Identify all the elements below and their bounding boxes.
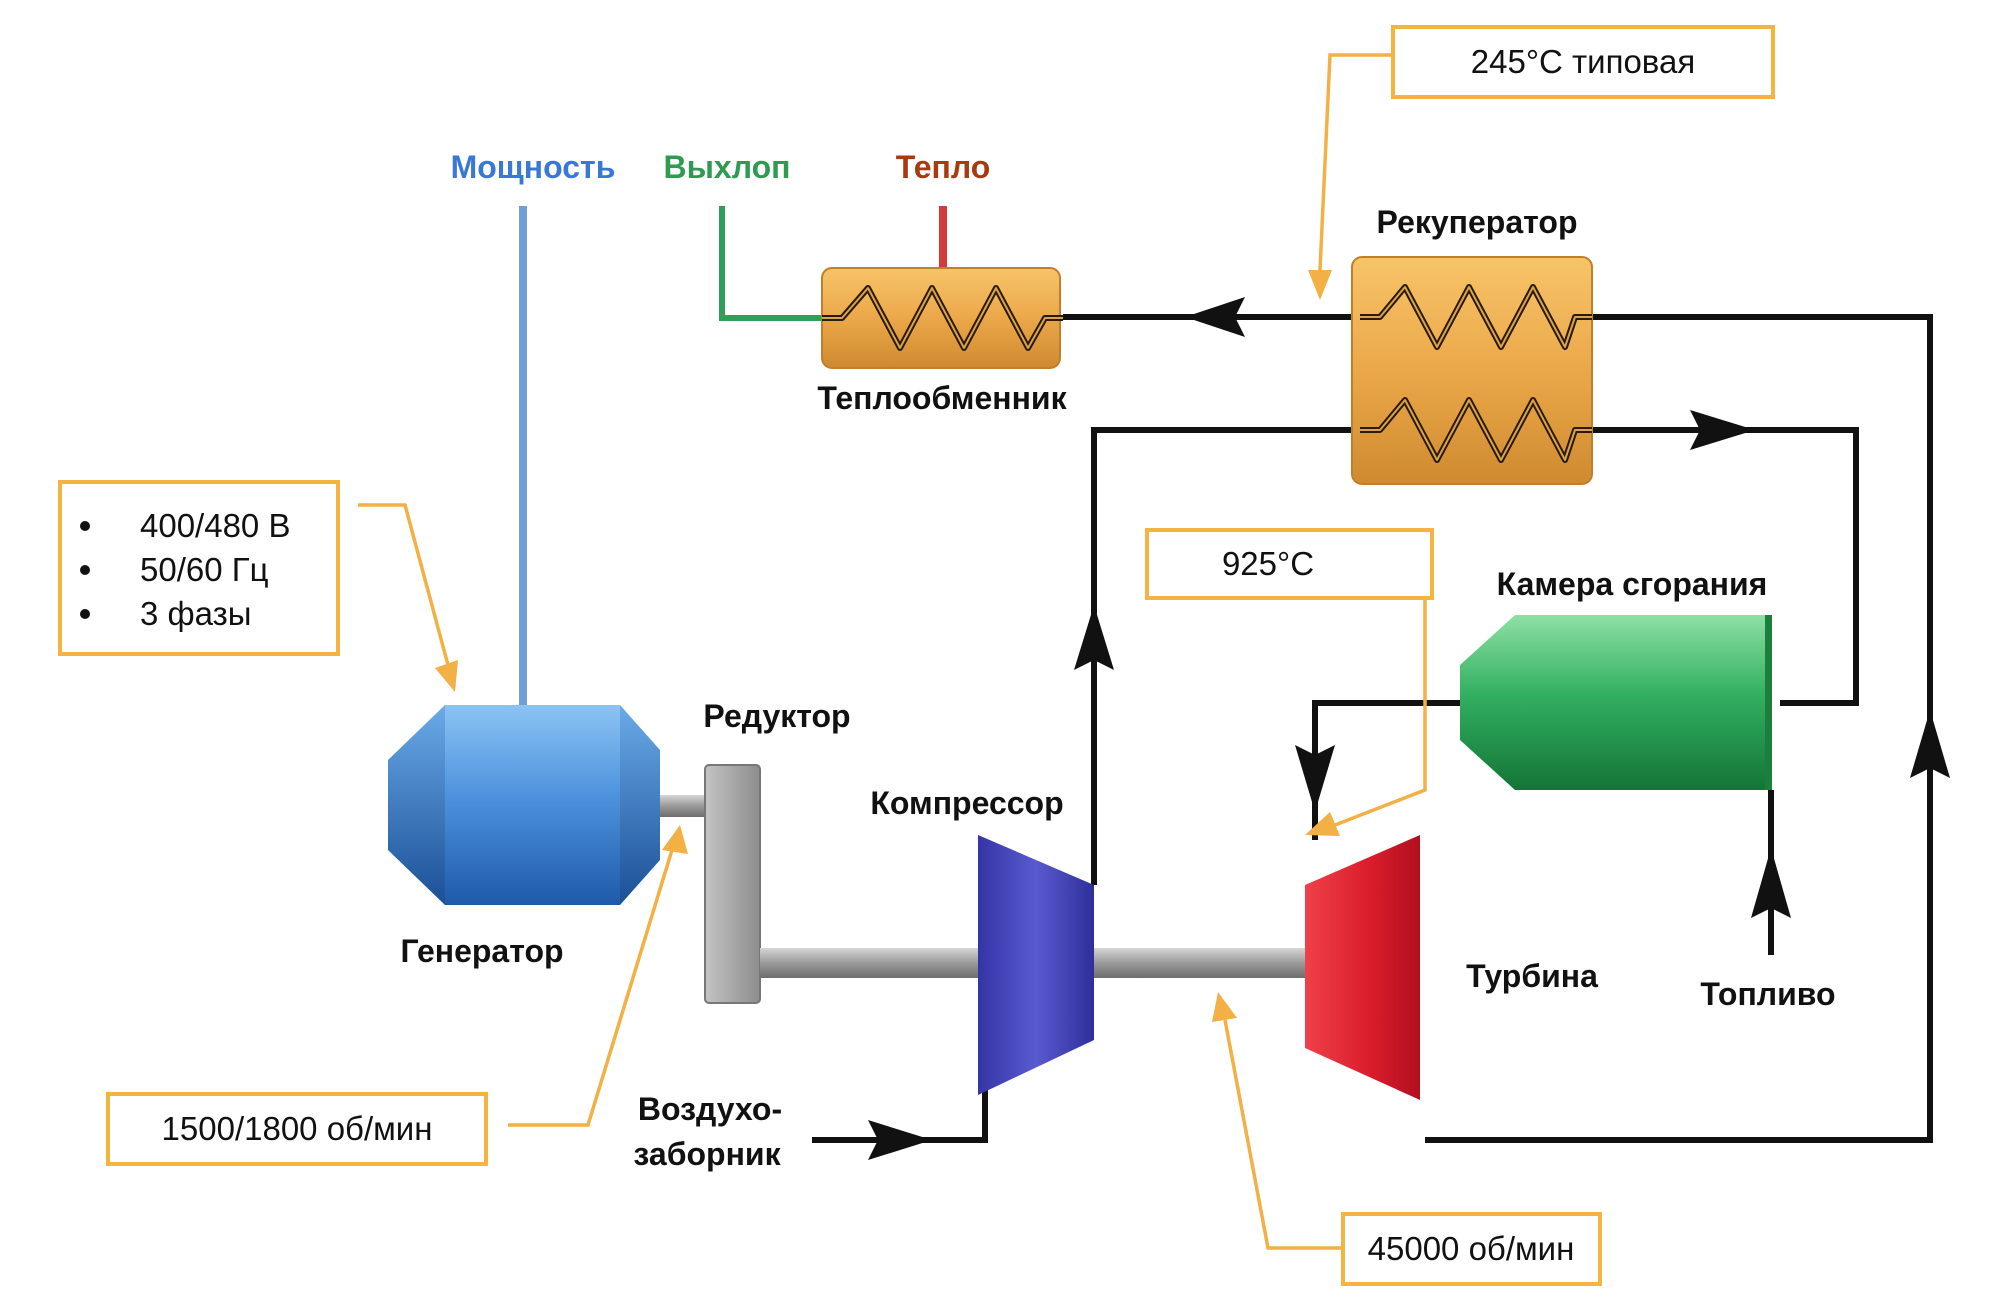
generator-shaft	[660, 795, 708, 817]
label-recuperator: Рекуператор	[1377, 204, 1578, 240]
label-exhaust: Выхлоп	[663, 149, 790, 185]
flow-arrow-left	[1185, 297, 1245, 337]
flow-arrow-right	[1690, 410, 1755, 450]
label-heat: Тепло	[896, 149, 991, 185]
combustor-to-turbine-pipe	[1312, 700, 1460, 840]
heat-line	[939, 206, 947, 268]
power-line	[519, 206, 527, 714]
spec-voltage: 400/480 В	[140, 507, 290, 544]
callout-generator-speed: 1500/1800 об/мин	[162, 1110, 433, 1147]
label-compressor: Компрессор	[870, 785, 1063, 821]
bullet-2	[80, 565, 90, 575]
callout-box-turbine-temp	[1145, 528, 1434, 600]
flow-arrow-down-turbine	[1295, 745, 1335, 812]
flow-arrow-up-exhaust	[1910, 710, 1950, 778]
callout-arrow-exhaust-temp	[1308, 270, 1332, 300]
callout-arrow-turbine-temp	[1305, 812, 1340, 836]
compressor-to-recuperator-pipe	[1091, 427, 1360, 885]
label-heat-exchanger: Теплообменник	[817, 380, 1067, 416]
callout-box-generator-speed	[106, 1092, 488, 1166]
flow-arrow-up-compressor	[1074, 605, 1114, 670]
callout-leader-generator-specs	[358, 503, 450, 666]
callout-turbine-speed: 45000 об/мин	[1368, 1230, 1575, 1267]
callout-box-turbine-speed	[1341, 1212, 1602, 1286]
label-reducer: Редуктор	[703, 698, 850, 734]
callout-leader-generator-speed	[508, 849, 674, 1127]
callout-leader-exhaust-temp	[1318, 53, 1393, 271]
label-air-intake-line1: Воздухо-	[638, 1091, 782, 1127]
label-air-intake-line2: заборник	[633, 1136, 781, 1172]
bullet-3	[80, 609, 90, 619]
flow-arrow-up-fuel	[1751, 848, 1791, 918]
combustion-chamber	[1460, 615, 1772, 790]
callout-box-exhaust-temp	[1391, 25, 1775, 99]
air-intake-pipe	[812, 1090, 988, 1143]
label-combustion-chamber: Камера сгорания	[1497, 566, 1768, 602]
label-generator: Генератор	[400, 933, 563, 969]
turbine	[1305, 835, 1420, 1100]
spec-phases: 3 фазы	[140, 595, 252, 632]
bullet-1	[80, 521, 90, 531]
exhaust-line	[719, 206, 825, 321]
label-turbine: Турбина	[1466, 958, 1598, 994]
heat-exchanger	[821, 267, 1063, 369]
label-power: Мощность	[451, 149, 616, 185]
generator	[388, 705, 660, 905]
spec-frequency: 50/60 Гц	[140, 551, 269, 588]
compressor	[978, 835, 1094, 1095]
recuperator	[1351, 256, 1593, 485]
callout-box-generator-specs	[58, 480, 340, 656]
reducer	[704, 764, 761, 1004]
callout-exhaust-temp: 245°С типовая	[1471, 43, 1695, 80]
callout-leader-turbine-speed	[1223, 1019, 1343, 1250]
callout-arrow-turbine-speed	[1212, 992, 1237, 1022]
label-fuel: Топливо	[1700, 976, 1835, 1012]
callout-turbine-temp: 925°С	[1222, 545, 1314, 582]
flow-arrow-right-air	[868, 1120, 932, 1160]
callout-arrow-generator-speed	[662, 825, 688, 854]
callout-arrow-generator-specs	[435, 660, 458, 692]
